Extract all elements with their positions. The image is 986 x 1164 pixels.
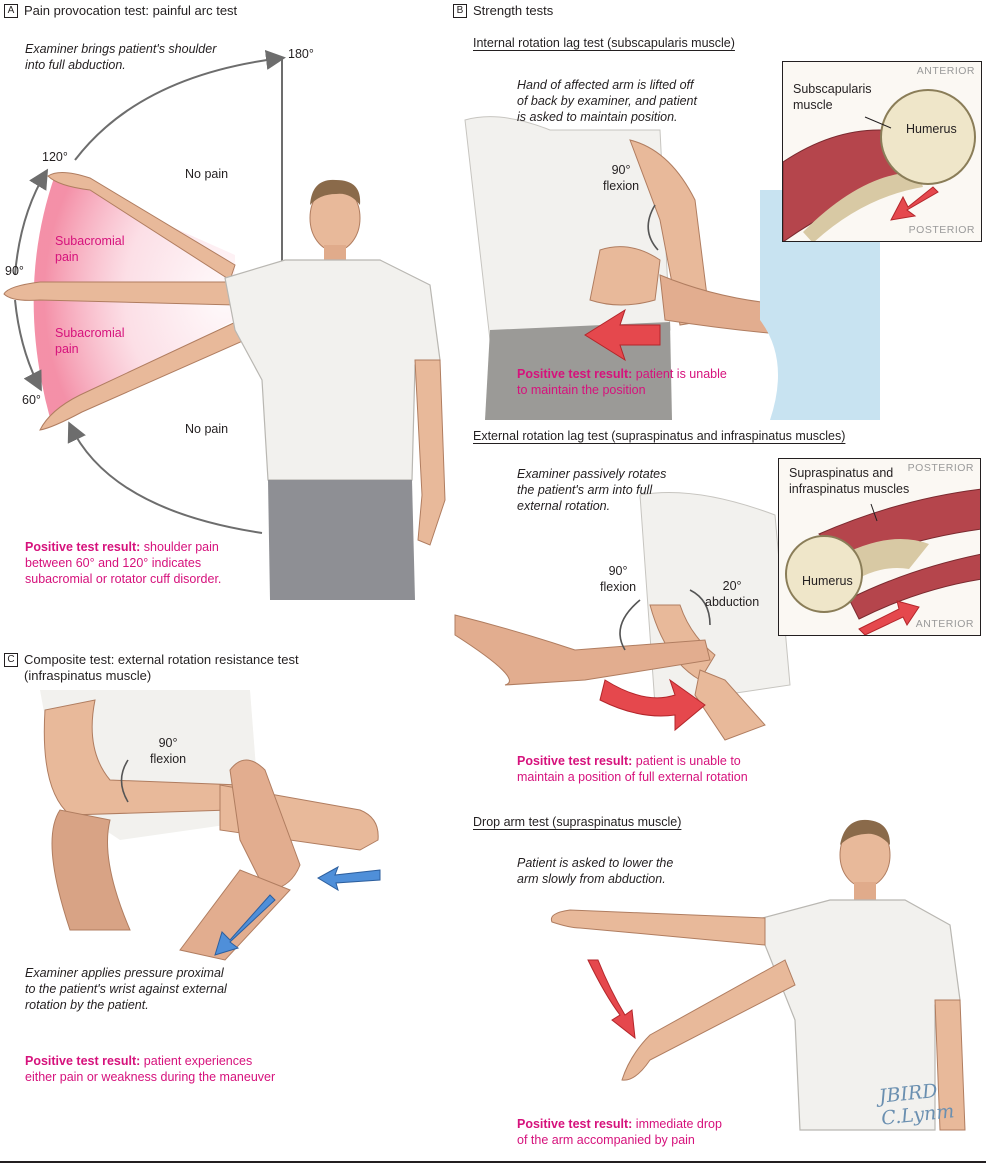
- panel-a-result: Positive test result: shoulder pain betw…: [25, 539, 221, 587]
- patient-hand: [589, 246, 661, 306]
- humerus-label: Humerus: [802, 574, 853, 588]
- angle-60-label: 60°: [22, 393, 41, 407]
- drop-arm-result: Positive test result: immediate drop of …: [517, 1116, 722, 1148]
- internal-rotation-instruction: Hand of affected arm is lifted off of ba…: [517, 78, 697, 124]
- patient-forearm: [694, 669, 766, 741]
- humerus-bone: [785, 535, 863, 613]
- arm-90: [3, 281, 236, 306]
- arm-abducted: [550, 909, 766, 946]
- panel-c-flexion-label: 90° flexion: [150, 736, 187, 766]
- arm-dropped: [621, 959, 796, 1081]
- drop-arm-instruction: Patient is asked to lower the arm slowly…: [517, 856, 674, 886]
- internal-flexion-label: 90° flexion: [603, 163, 640, 193]
- humerus-label: Humerus: [906, 122, 957, 136]
- panel-a-letter: A: [4, 4, 18, 18]
- panel-a-illustration: [3, 49, 446, 600]
- panel-a-title: Pain provocation test: painful arc test: [24, 3, 238, 18]
- red-arrow-icon: [584, 308, 661, 362]
- inset-tag-posterior: POSTERIOR: [907, 462, 974, 474]
- subacromial-pain-lower-label: Subacromial pain: [55, 326, 125, 356]
- supraspinatus-inset: POSTERIOR ANTERIOR Supraspinatus and inf…: [778, 458, 981, 636]
- supraspinatus-label: Supraspinatus and infraspinatus muscles: [789, 466, 910, 496]
- artist-signature: JBIRD C.Lynm: [877, 1079, 956, 1130]
- internal-rotation-illustration: [464, 116, 880, 420]
- pants: [268, 480, 415, 600]
- panel-b-letter: B: [453, 4, 467, 18]
- external-flexion-label: 90° flexion: [600, 564, 637, 594]
- arm-120: [47, 172, 236, 281]
- external-rotation-instruction: Examiner passively rotates the patient's…: [517, 467, 667, 513]
- panel-a-result-label: Positive test result:: [25, 540, 141, 554]
- curved-arrow-icon: [647, 204, 659, 251]
- red-arrow-icon: [890, 186, 939, 221]
- red-arrow-icon: [587, 959, 636, 1040]
- internal-result-label: Positive test result:: [517, 367, 633, 381]
- external-rotation-title: External rotation lag test (supraspinatu…: [473, 429, 846, 443]
- panel-c-letter: C: [4, 653, 18, 667]
- panel-a-result-text: shoulder pain between 60° and 120° indic…: [25, 540, 222, 586]
- drop-arm-illustration: [550, 819, 966, 1131]
- blue-arrow-icon-2: [316, 865, 381, 892]
- panel-c-instruction: Examiner applies pressure proximal to th…: [25, 966, 227, 1012]
- internal-rotation-result: Positive test result: patient is unable …: [517, 366, 727, 398]
- arc-arrow-bottom: [67, 421, 263, 534]
- red-arrow-icon: [599, 678, 706, 732]
- angle-90-label: 90°: [5, 264, 24, 278]
- external-result-text: patient is unable to maintain a position…: [517, 754, 748, 784]
- subacromial-pain-upper-label: Subacromial pain: [55, 234, 125, 264]
- curved-arrow-icon: [120, 759, 129, 803]
- examiner-arm: [454, 614, 711, 686]
- shirt: [224, 259, 441, 481]
- panel-a-instruction: Examiner brings patient's shoulder into …: [25, 42, 217, 72]
- inset-tag-posterior: POSTERIOR: [908, 224, 975, 236]
- curved-arrow-icon: [619, 599, 641, 651]
- drop-result-text: immediate drop of the arm accompanied by…: [517, 1117, 722, 1147]
- panel-c-illustration: [40, 690, 381, 961]
- humerus-bone: [880, 89, 976, 185]
- arm-60: [39, 319, 246, 431]
- internal-result-text: patient is unable to maintain the positi…: [517, 367, 727, 397]
- right-arm: [934, 999, 966, 1131]
- internal-rotation-title: Internal rotation lag test (subscapulari…: [473, 36, 735, 50]
- examiner-forearm: [179, 869, 291, 961]
- panel-b-title: Strength tests: [473, 3, 554, 18]
- no-pain-top-label: No pain: [185, 167, 229, 181]
- drop-arm-title: Drop arm test (supraspinatus muscle): [473, 815, 682, 829]
- panel-c-result: Positive test result: patient experience…: [25, 1053, 275, 1085]
- subscapularis-label: Subscapularis muscle: [793, 82, 872, 112]
- panel-c-title: Composite test: external rotation resist…: [24, 652, 299, 683]
- angle-120-label: 120°: [42, 150, 68, 164]
- inset-tag-anterior: ANTERIOR: [916, 65, 975, 77]
- curved-arrow-icon-2: [689, 589, 711, 626]
- external-abduction-label: 20° abduction: [705, 579, 760, 609]
- red-arrow-icon: [858, 600, 920, 635]
- external-rotation-result: Positive test result: patient is unable …: [517, 753, 748, 785]
- arc-arrow-up: [14, 168, 49, 276]
- bottom-divider: [0, 1161, 986, 1163]
- panel-c-result-label: Positive test result:: [25, 1054, 141, 1068]
- right-arm: [414, 359, 446, 546]
- external-rotation-illustration: [454, 492, 791, 741]
- drop-result-label: Positive test result:: [517, 1117, 633, 1131]
- subscapularis-inset: ANTERIOR POSTERIOR Subscapularis muscle …: [782, 61, 982, 242]
- external-result-label: Positive test result:: [517, 754, 633, 768]
- panel-c-result-text: patient experiences either pain or weakn…: [25, 1054, 276, 1084]
- no-pain-bottom-label: No pain: [185, 422, 229, 436]
- arc-arrow-top: [74, 49, 286, 161]
- blue-arrow-icon: [214, 894, 276, 956]
- arc-arrow-down: [14, 299, 42, 392]
- examiner-shirt: [760, 190, 880, 420]
- angle-180-label: 180°: [288, 47, 314, 61]
- inset-tag-anterior: ANTERIOR: [915, 618, 974, 630]
